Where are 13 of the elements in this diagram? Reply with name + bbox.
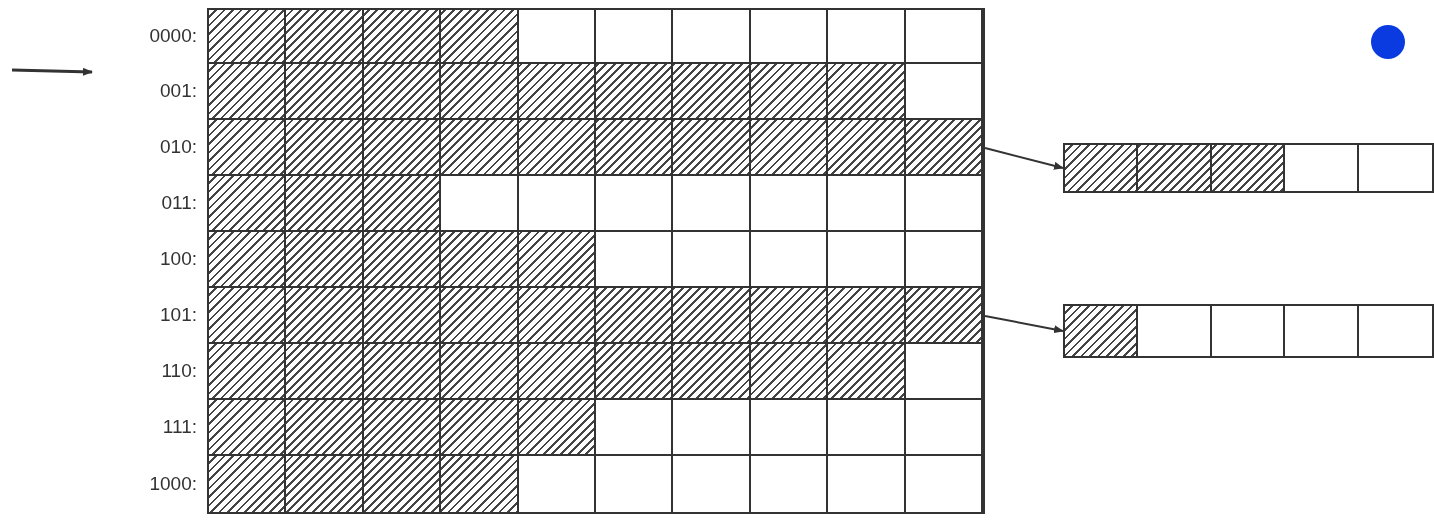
- row-label: 101:: [160, 304, 197, 326]
- arrow: [984, 315, 1064, 334]
- row-label: 100:: [160, 248, 197, 270]
- row-label: 1000:: [149, 473, 197, 495]
- row-label: 001:: [160, 80, 197, 102]
- row-label: 110:: [161, 360, 197, 382]
- row-label: 111:: [162, 416, 197, 438]
- overflow-bucket: [1063, 143, 1434, 193]
- row-label: 010:: [160, 136, 197, 158]
- row-label: 011:: [161, 192, 197, 214]
- arrow: [984, 147, 1064, 170]
- row-label: 0000:: [149, 25, 197, 47]
- overflow-bucket: [1063, 304, 1434, 358]
